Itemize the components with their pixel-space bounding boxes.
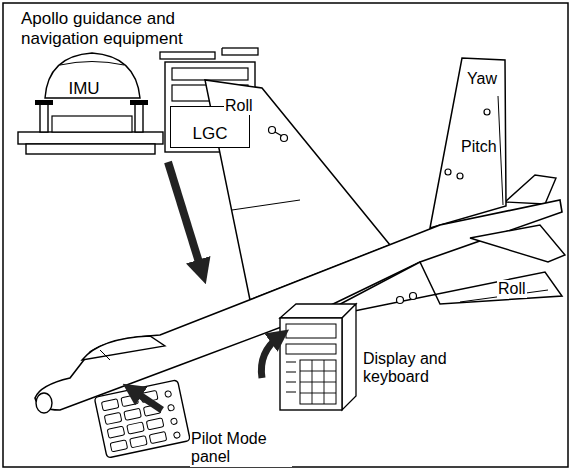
roll-actuator bbox=[275, 132, 282, 136]
aircraft-canopy bbox=[82, 336, 165, 360]
aircraft-stabilizer bbox=[505, 175, 556, 204]
imu-dome bbox=[45, 53, 140, 98]
lgc-slab bbox=[160, 52, 215, 59]
imu-pillar-cap bbox=[130, 100, 148, 105]
imu-base bbox=[18, 132, 163, 144]
lgc-drawer bbox=[172, 68, 248, 80]
mode-key bbox=[107, 426, 125, 438]
lgc-slab bbox=[222, 48, 258, 55]
imu-base bbox=[26, 144, 155, 154]
computer-keys bbox=[300, 360, 336, 404]
aileron-line bbox=[232, 200, 300, 210]
axis-label: Roll bbox=[224, 97, 254, 115]
aircraft-fin bbox=[430, 58, 506, 228]
mode-key bbox=[130, 436, 148, 448]
canopy-frame bbox=[100, 350, 110, 360]
mode-key bbox=[146, 418, 164, 430]
lgc-cabinet bbox=[165, 62, 255, 152]
imu-pillar bbox=[40, 104, 48, 132]
mode-panel-body bbox=[94, 380, 190, 458]
mode-key bbox=[104, 412, 122, 424]
mode-key bbox=[149, 431, 167, 443]
input-arrow bbox=[168, 162, 202, 272]
computer-display bbox=[286, 344, 336, 354]
frame-border bbox=[3, 3, 568, 467]
air-intake bbox=[36, 393, 52, 413]
equipment-heading: Apollo guidance and navigation equipment bbox=[20, 9, 222, 48]
mode-lamp bbox=[170, 418, 177, 425]
yaw-actuator bbox=[484, 109, 490, 115]
aircraft-fuselage bbox=[35, 200, 562, 410]
mode-key bbox=[101, 399, 119, 411]
roll-actuator bbox=[269, 127, 276, 134]
roll-actuator bbox=[410, 293, 417, 300]
axis-label: Yaw bbox=[466, 70, 498, 88]
roll-actuator bbox=[397, 297, 404, 304]
mode-key bbox=[124, 408, 142, 420]
input-arrow bbox=[261, 336, 280, 378]
pitch-actuator bbox=[457, 173, 463, 179]
mode-lamp bbox=[168, 404, 175, 411]
mode-key bbox=[110, 440, 128, 452]
node-text: IMU bbox=[68, 79, 99, 99]
mode-panel bbox=[94, 380, 190, 458]
computer-side bbox=[342, 304, 356, 410]
mode-lamp bbox=[173, 432, 180, 439]
computer-drawer bbox=[286, 362, 296, 392]
rudder-line bbox=[498, 96, 503, 205]
imu-pillar bbox=[135, 104, 143, 132]
imu-label-box: IMU bbox=[64, 74, 104, 100]
imu-housing bbox=[52, 116, 132, 132]
part-label: Pilot Mode panel bbox=[190, 430, 292, 467]
part-label: Display and keyboard bbox=[362, 350, 469, 387]
axis-label: Pitch bbox=[460, 138, 498, 156]
pitch-actuator bbox=[445, 169, 451, 175]
imu-dome-line bbox=[60, 62, 124, 66]
computer-front bbox=[280, 318, 342, 410]
imu-pillar-cap bbox=[35, 100, 53, 105]
node-text: LGC bbox=[193, 124, 228, 144]
mode-lamp bbox=[165, 390, 172, 397]
computer-display bbox=[286, 324, 336, 338]
mode-key bbox=[127, 422, 145, 434]
input-arrow bbox=[132, 390, 162, 410]
axis-label: Roll bbox=[497, 280, 527, 298]
computer-keyboard bbox=[300, 360, 336, 404]
aircraft-stabilizer bbox=[470, 225, 565, 262]
